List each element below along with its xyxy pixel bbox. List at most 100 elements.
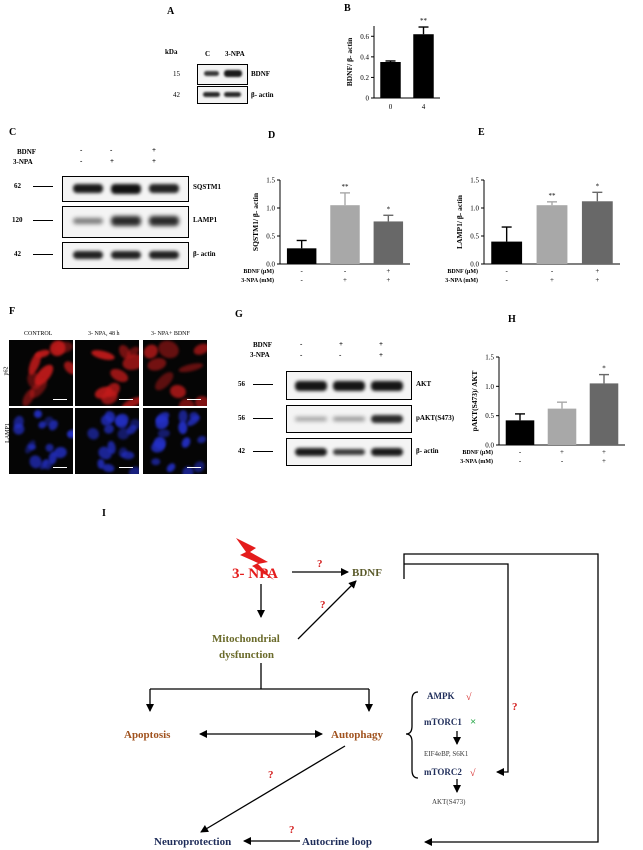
chart-h-treat-label-1: 3-NPA (mM) (460, 458, 493, 465)
question-mark-2: ? (320, 599, 326, 611)
node-autophagy: Autophagy (331, 729, 383, 741)
panel-g-treat-npa: 3-NPA (250, 351, 270, 359)
panel-g-kda-42: 42 (238, 447, 245, 455)
panel-c-kda-42: 42 (14, 250, 21, 258)
chart-d-treat-sign-0-1: - (344, 267, 347, 275)
question-mark-5: ? (289, 824, 295, 836)
panel-a-lane-c: C (205, 50, 211, 58)
panel-c-blot-lamp1 (62, 206, 189, 238)
panel-f-col-npa: 3- NPA, 48 h (88, 331, 120, 337)
chart-d-treat-sign-1-2: + (386, 276, 390, 284)
chart-d-ytick-label-0: 0.0 (266, 261, 275, 269)
chart-b-ytick-label-2: 0.4 (360, 53, 369, 61)
chart-b-ytick-label-3: 0.6 (360, 33, 369, 41)
node-neuroprotection: Neuroprotection (154, 836, 231, 848)
node-autocrine: Autocrine loop (302, 836, 372, 848)
chart-e-treat-sign-1-0: - (505, 276, 508, 284)
panel-g-sign-r0-c1: + (339, 340, 343, 348)
chart-e-treat-label-0: BDNF (μM) (447, 268, 478, 275)
chart-h-ytick-label-2: 1.0 (485, 383, 494, 391)
question-mark-1: ? (317, 558, 323, 570)
chart-b-ylabel: BDNF/ β- actin (345, 37, 354, 86)
panel-g-sign-r0-c0: - (300, 340, 303, 348)
chart-h-treat-sign-0-0: - (519, 448, 522, 456)
panel-a-label: A (167, 6, 175, 17)
chart-h-ytick-label-0: 0.0 (485, 442, 494, 450)
chart-h-sig-2: * (602, 365, 606, 373)
chart-e-ylabel: LAMP1/ β- actin (455, 194, 464, 249)
panel-c-sign-r0-c2: + (152, 146, 156, 154)
chart-h-treat-sign-1-0: - (519, 457, 522, 465)
panel-g-blot-pakt (286, 405, 412, 433)
chart-h-ylabel: pAKT(S473)/ AKT (470, 371, 479, 432)
panel-c-kda-120: 120 (12, 216, 23, 224)
panel-c-sign-r1-c1: + (110, 157, 114, 165)
pathway-diagram: 3- NPA BDNF Mitochondrial dysfunction Ap… (124, 538, 599, 848)
chart-e-sig-1: ** (549, 192, 557, 200)
chart-b-xtick-label-0: 0 (389, 103, 393, 111)
chart-e-ytick-label-1: 0.5 (470, 233, 479, 241)
panel-a-protein-bdnf: BDNF (251, 70, 271, 78)
chart-e-treat-sign-0-0: - (505, 267, 508, 275)
micrograph-p62-2 (143, 340, 207, 406)
chart-h-bar-1 (547, 408, 577, 445)
chart-d-sig-2: * (387, 205, 391, 213)
chart-e-bar-2 (581, 201, 613, 264)
chart-e-treat-sign-0-1: - (551, 267, 554, 275)
panel-c-protein-sqstm1: SQSTM1 (193, 183, 222, 191)
chart-d-bar-2 (373, 221, 404, 264)
node-ampk: AMPK (427, 691, 455, 701)
chart-e-treat-sign-1-2: + (595, 276, 599, 284)
panel-c-treat-npa: 3-NPA (13, 158, 33, 166)
lightning-bolt-icon (236, 538, 274, 580)
chart-e-treat-sign-1-1: + (550, 276, 554, 284)
panel-c-sign-r1-c0: - (80, 157, 83, 165)
node-bdnf: BDNF (352, 567, 382, 579)
node-eif: EIF4eBP, S6K1 (424, 750, 469, 758)
panel-e-label: E (478, 127, 485, 138)
panel-g-sign-r1-c1: - (339, 351, 342, 359)
panel-a-lane-npa: 3-NPA (225, 50, 245, 58)
chart-d-ytick-label-1: 0.5 (266, 233, 275, 241)
chart-d-treat-label-1: 3-NPA (mM) (241, 277, 274, 284)
panel-a-kda-42: 42 (173, 91, 180, 99)
chart-b-sig-1: ** (420, 17, 428, 25)
chart-d-ytick-label-3: 1.5 (266, 177, 275, 185)
panel-f-label: F (9, 306, 16, 317)
chart-d-ylabel: SQSTM1/ β- actin (251, 192, 260, 251)
chart-h-bar-2 (589, 383, 619, 445)
chart-d-treat-sign-1-0: - (300, 276, 303, 284)
panel-g-sign-r1-c2: + (379, 351, 383, 359)
chart-b-bar-1 (413, 34, 434, 98)
panel-a-blot-actin (197, 86, 248, 104)
micrograph-lamp1-1 (75, 408, 139, 474)
panel-g-protein-pakt: pAKT(S473) (416, 414, 455, 422)
node-mito-line2: dysfunction (219, 649, 274, 661)
panel-g-kda-56b: 56 (238, 414, 245, 422)
chart-b-bar-0 (380, 62, 401, 98)
panel-g-protein-akt: AKT (416, 380, 432, 388)
panel-g-kda-56a: 56 (238, 380, 245, 388)
panel-g-sign-r0-c2: + (379, 340, 383, 348)
chart-e-ytick-label-3: 1.5 (470, 177, 479, 185)
panel-c-sign-r0-c0: - (80, 146, 83, 154)
chart-e-bar-1 (536, 205, 568, 264)
chart-e-bar-0 (491, 241, 523, 264)
panel-g-blot-akt (286, 371, 412, 400)
panel-c-protein-actin: β- actin (193, 250, 216, 258)
chart-b-xtick-label-1: 4 (422, 103, 426, 111)
chart-h-treat-sign-1-2: + (602, 457, 606, 465)
panel-c-sign-r1-c2: + (152, 157, 156, 165)
panel-a-blot-bdnf (197, 64, 248, 85)
chart-h-treat-sign-0-1: + (560, 448, 564, 456)
chart-e-treat-label-1: 3-NPA (mM) (445, 277, 478, 284)
panel-c-kda-62: 62 (14, 182, 21, 190)
node-apoptosis: Apoptosis (124, 729, 171, 741)
micrograph-p62-1 (75, 340, 139, 406)
panel-c-blot-sqstm1 (62, 176, 189, 202)
panel-i-label: I (102, 508, 106, 519)
panel-f-col-npa-bdnf: 3- NPA+ BDNF (151, 331, 190, 337)
